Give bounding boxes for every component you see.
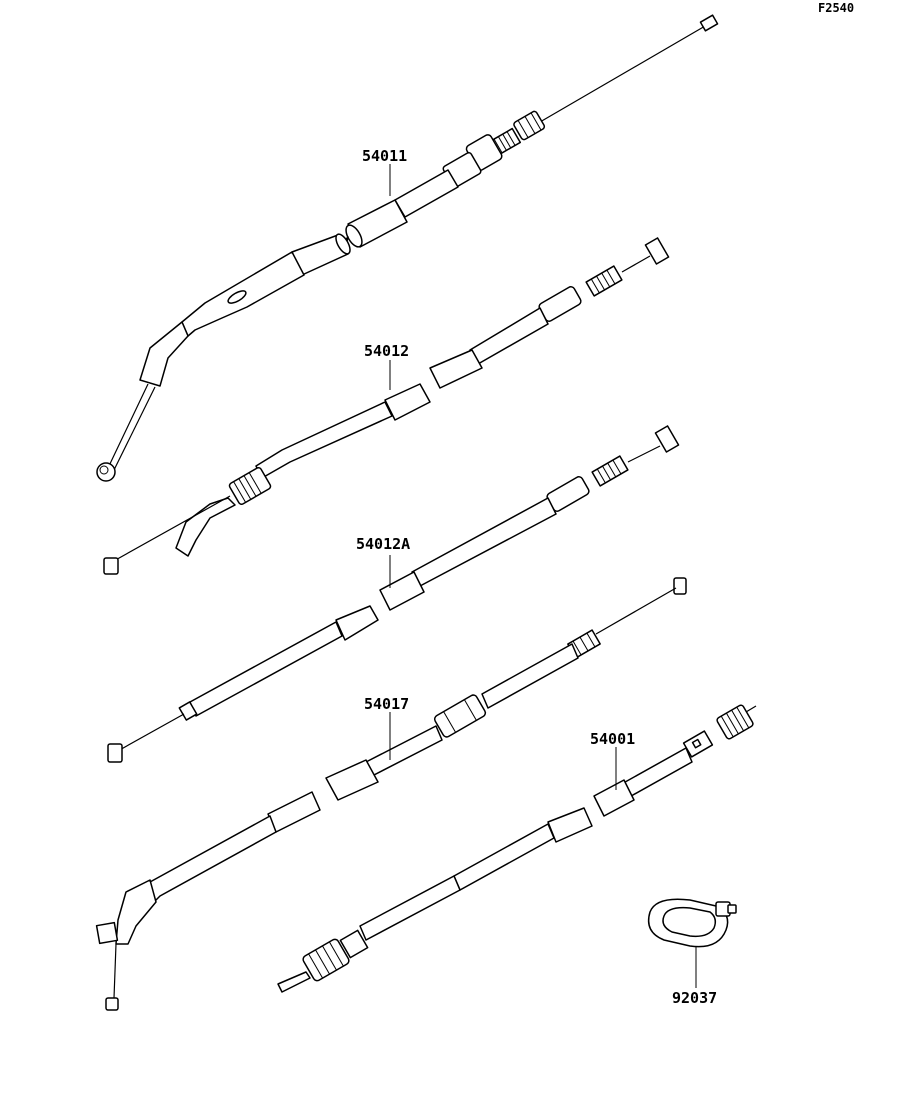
part-label-92037[interactable]: 92037 (672, 989, 718, 1007)
cable-54012[interactable] (103, 237, 670, 575)
part-label-54001[interactable]: 54001 (590, 730, 636, 748)
cable-54011[interactable] (96, 14, 719, 482)
part-label-54012a[interactable]: 54012A (356, 535, 411, 553)
cable-54012a[interactable] (107, 425, 680, 763)
part-label-54012[interactable]: 54012 (364, 342, 410, 360)
cable-54001[interactable] (277, 704, 757, 993)
part-label-54017[interactable]: 54017 (364, 695, 410, 713)
figure-code: F2540 (818, 1, 855, 15)
grommet-92037[interactable] (647, 898, 737, 948)
part-label-54011[interactable]: 54011 (362, 147, 408, 165)
cable-54017[interactable] (95, 577, 687, 1011)
